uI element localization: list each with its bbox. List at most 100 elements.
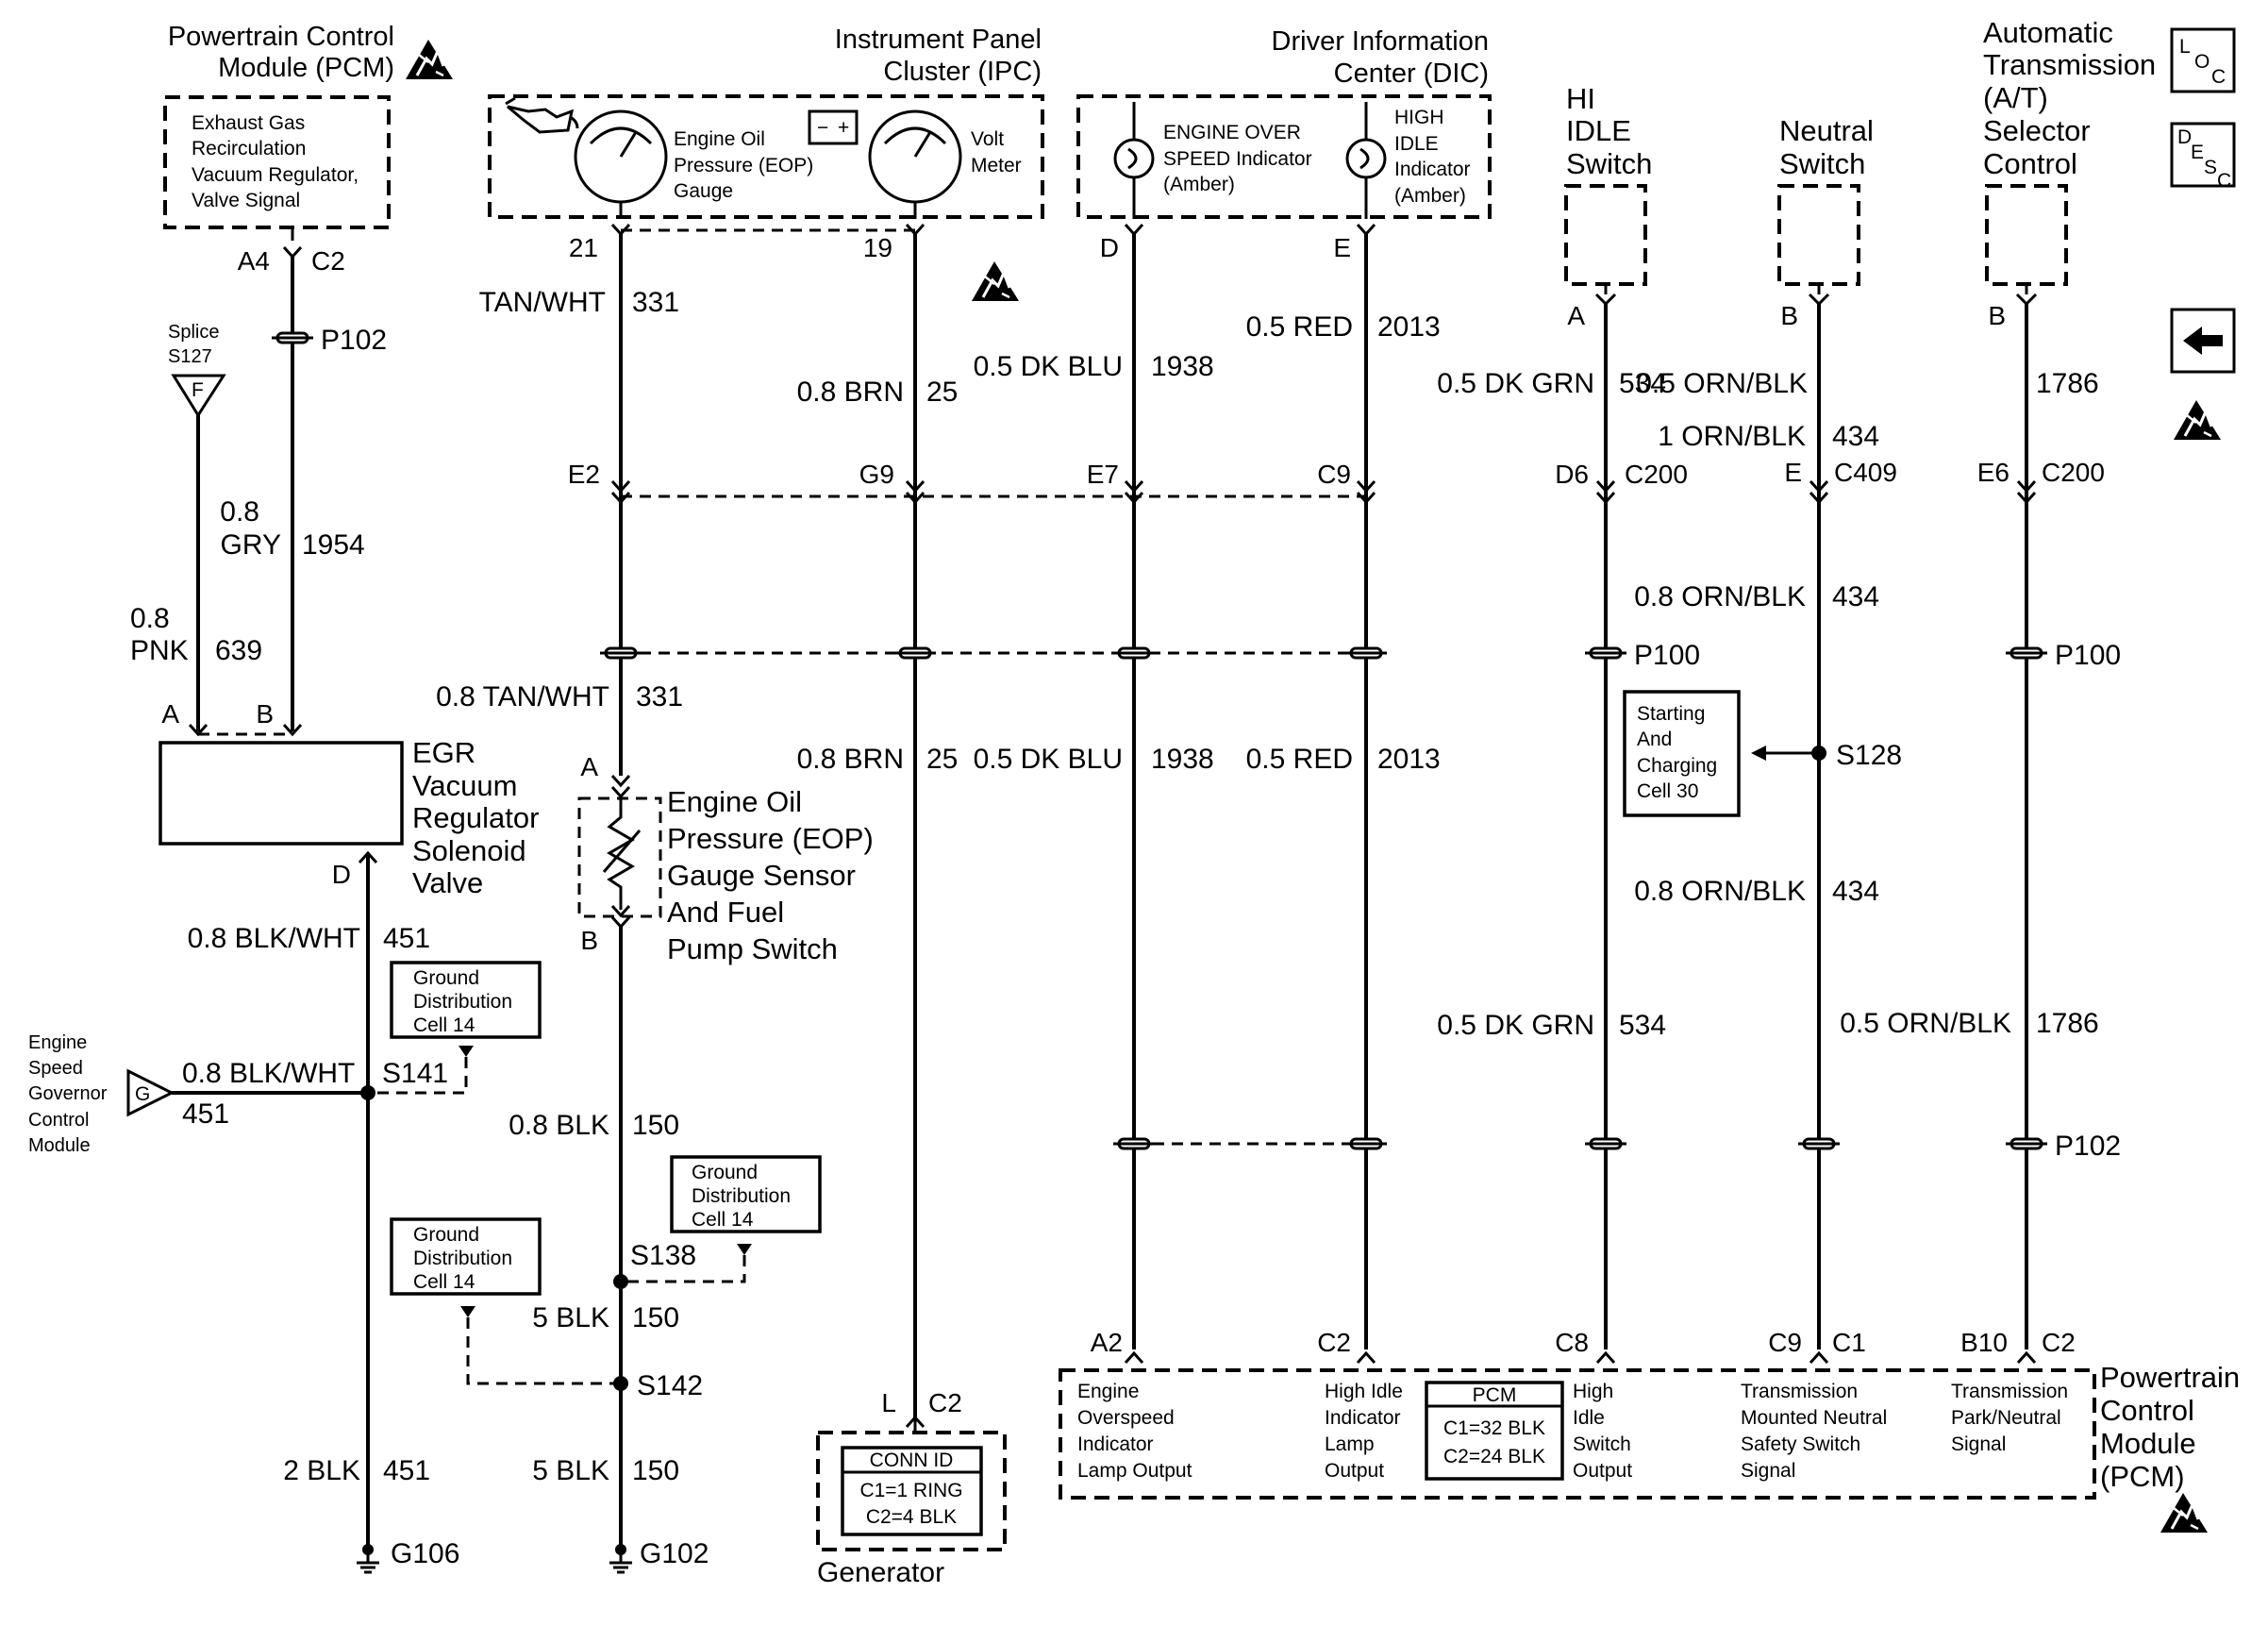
out-switch-2: Idle [1573,1407,1605,1429]
loc-icon[interactable]: L O C [2170,27,2236,93]
esd-warning-icon-pcm-bottom [2159,1491,2210,1534]
splice-s127: Splice S127 F [168,322,226,418]
generator: L C2 CONN ID C1=1 RING C2=4 BLK Generato… [816,1388,1007,1588]
wire-2013-mid-color: 0.5 RED [1246,744,1353,775]
driver-information-center: Driver Information Center (DIC) ENGINE O… [1076,26,1492,262]
hi-idle-switch: HI IDLE Switch A [1564,82,1652,330]
generator-box [816,1431,1007,1551]
pin-e2: E2 [568,460,600,489]
dic-pin-e: E [1333,233,1351,262]
pcm-bottom-box [1059,1368,2096,1500]
wire-2013-mid-circuit: 2013 [1377,744,1441,775]
ref-ground-cell-a-3: Cell 14 [413,1014,475,1036]
ref-ground-cell-a[interactable] [390,961,542,1039]
at-selector-pin: B [1988,301,2006,330]
neutral-switch-box [1777,184,1860,286]
svg-text:S: S [2204,157,2217,178]
svg-text:+: + [838,117,849,139]
wire-150-mid-circuit: 150 [632,1302,679,1333]
out-neutral-1: Transmission [1741,1381,1858,1402]
eop-sensor-label-5: Pump Switch [667,932,838,965]
wire-434-bot-color: 0.8 ORN/BLK [1634,876,1806,907]
wire-331-top-color: TAN/WHT [479,287,606,318]
svg-text:C: C [2217,170,2231,192]
egr-pin-d: D [332,860,351,889]
ipc-title-1: Instrument Panel [835,25,1042,55]
wire-25-top-color: 0.8 BRN [797,377,904,408]
dic-title-2: Center (DIC) [1334,59,1489,89]
pcm-bottom-title-3: Module [2100,1427,2196,1460]
conn-id-title: CONN ID [870,1450,954,1471]
splice-s127-label-1: Splice [168,322,219,343]
pcm-pin-c9: C9 [1768,1328,1802,1357]
at-selector-control: Automatic Transmission (A/T) Selector Co… [1983,16,2156,330]
wire-434-top-circuit: 434 [1832,421,1879,452]
out-switch-4: Output [1573,1460,1632,1482]
wire-2013-top-color: 0.5 RED [1246,311,1353,343]
ground-g106-icon [355,1548,381,1574]
wire-1938-top-color: 0.5 DK BLU [974,351,1123,382]
pcm-pin-c1: C1 [1832,1328,1866,1357]
ref-starting-charging-cell[interactable] [1623,690,1741,817]
connector-p100-b [2004,646,2049,660]
generator-pin-c2: C2 [928,1388,962,1417]
splice-s127-icon [171,374,226,418]
svg-text:D: D [2177,126,2192,148]
wire-451-top-circuit: 451 [383,923,430,954]
out-switch-3: Switch [1573,1433,1631,1455]
wire-451-top-color: 0.8 BLK/WHT [188,923,360,954]
esd-warning-icon [404,38,455,81]
out-highidle-1: High Idle [1325,1381,1403,1402]
governor-label-3: Governor [28,1083,108,1104]
wire-451-bot-circuit: 451 [383,1455,430,1486]
ref-ground-cell-c[interactable] [390,1217,542,1296]
neutral-switch-label-1: Neutral [1779,114,1874,147]
label-c409: C409 [1834,458,1897,487]
label-p100-a: P100 [1634,640,1700,671]
wire-534-bot-color: 0.5 DK GRN [1437,1010,1594,1041]
splice-s142 [613,1376,628,1391]
splice-s142-label: S142 [637,1370,703,1401]
desc-icon[interactable]: D E S C [2170,122,2236,192]
pcm-pin-c2b: C2 [2042,1328,2076,1357]
neutral-switch: Neutral Switch B [1777,114,1874,330]
out-park-2: Park/Neutral [1951,1407,2061,1429]
high-idle-label-4: (Amber) [1394,185,1466,207]
pcm-id-box [1425,1381,1564,1481]
ref-ground-cell-b-1: Ground [692,1162,758,1183]
wire-150-mid-color: 5 BLK [532,1302,609,1333]
splice-s138-label: S138 [630,1240,696,1271]
svg-text:C: C [2211,66,2226,88]
high-idle-label-3: Indicator [1394,159,1471,180]
high-idle-label-2: IDLE [1394,133,1439,155]
ref-ground-cell-a-2: Distribution [413,991,512,1013]
generator-pin-l: L [881,1388,896,1417]
wire-2013-top-circuit: 2013 [1377,311,1441,343]
out-highidle-4: Output [1325,1460,1384,1482]
governor-module: Engine Speed Governor Control Module [28,1032,108,1156]
hi-idle-switch-box [1564,184,1647,286]
governor-connector: G [135,1083,150,1105]
back-arrow-icon[interactable] [2170,308,2236,374]
eop-sensor-label-4: And Fuel [667,896,784,929]
ref-ground-cell-b-3: Cell 14 [692,1209,754,1231]
ref-ground-cell-c-2: Distribution [413,1248,512,1269]
hi-idle-switch-pin: A [1567,301,1585,330]
svg-text:O: O [2194,51,2210,73]
ref-ground-cell-b[interactable] [670,1155,822,1233]
out-neutral-4: Signal [1741,1460,1795,1482]
governor-label-1: Engine [28,1032,87,1053]
ref-starting-cell-2: And [1637,729,1672,750]
out-park-1: Transmission [1951,1381,2068,1402]
conn-id-c1: C1=1 RING [859,1480,962,1501]
ipc-title-2: Cluster (IPC) [883,57,1042,87]
connector-p100-a [1583,646,1628,660]
wire-1954-color: GRY [221,529,281,561]
wire-534-bot-circuit: 534 [1619,1010,1666,1041]
wire-434-mid-color: 0.8 ORN/BLK [1634,581,1806,612]
ground-g106-label: G106 [391,1538,459,1569]
label-c200-b: C200 [2042,458,2105,487]
wire-150-bot-color: 5 BLK [532,1455,609,1486]
wire-150-bot-circuit: 150 [632,1455,679,1486]
